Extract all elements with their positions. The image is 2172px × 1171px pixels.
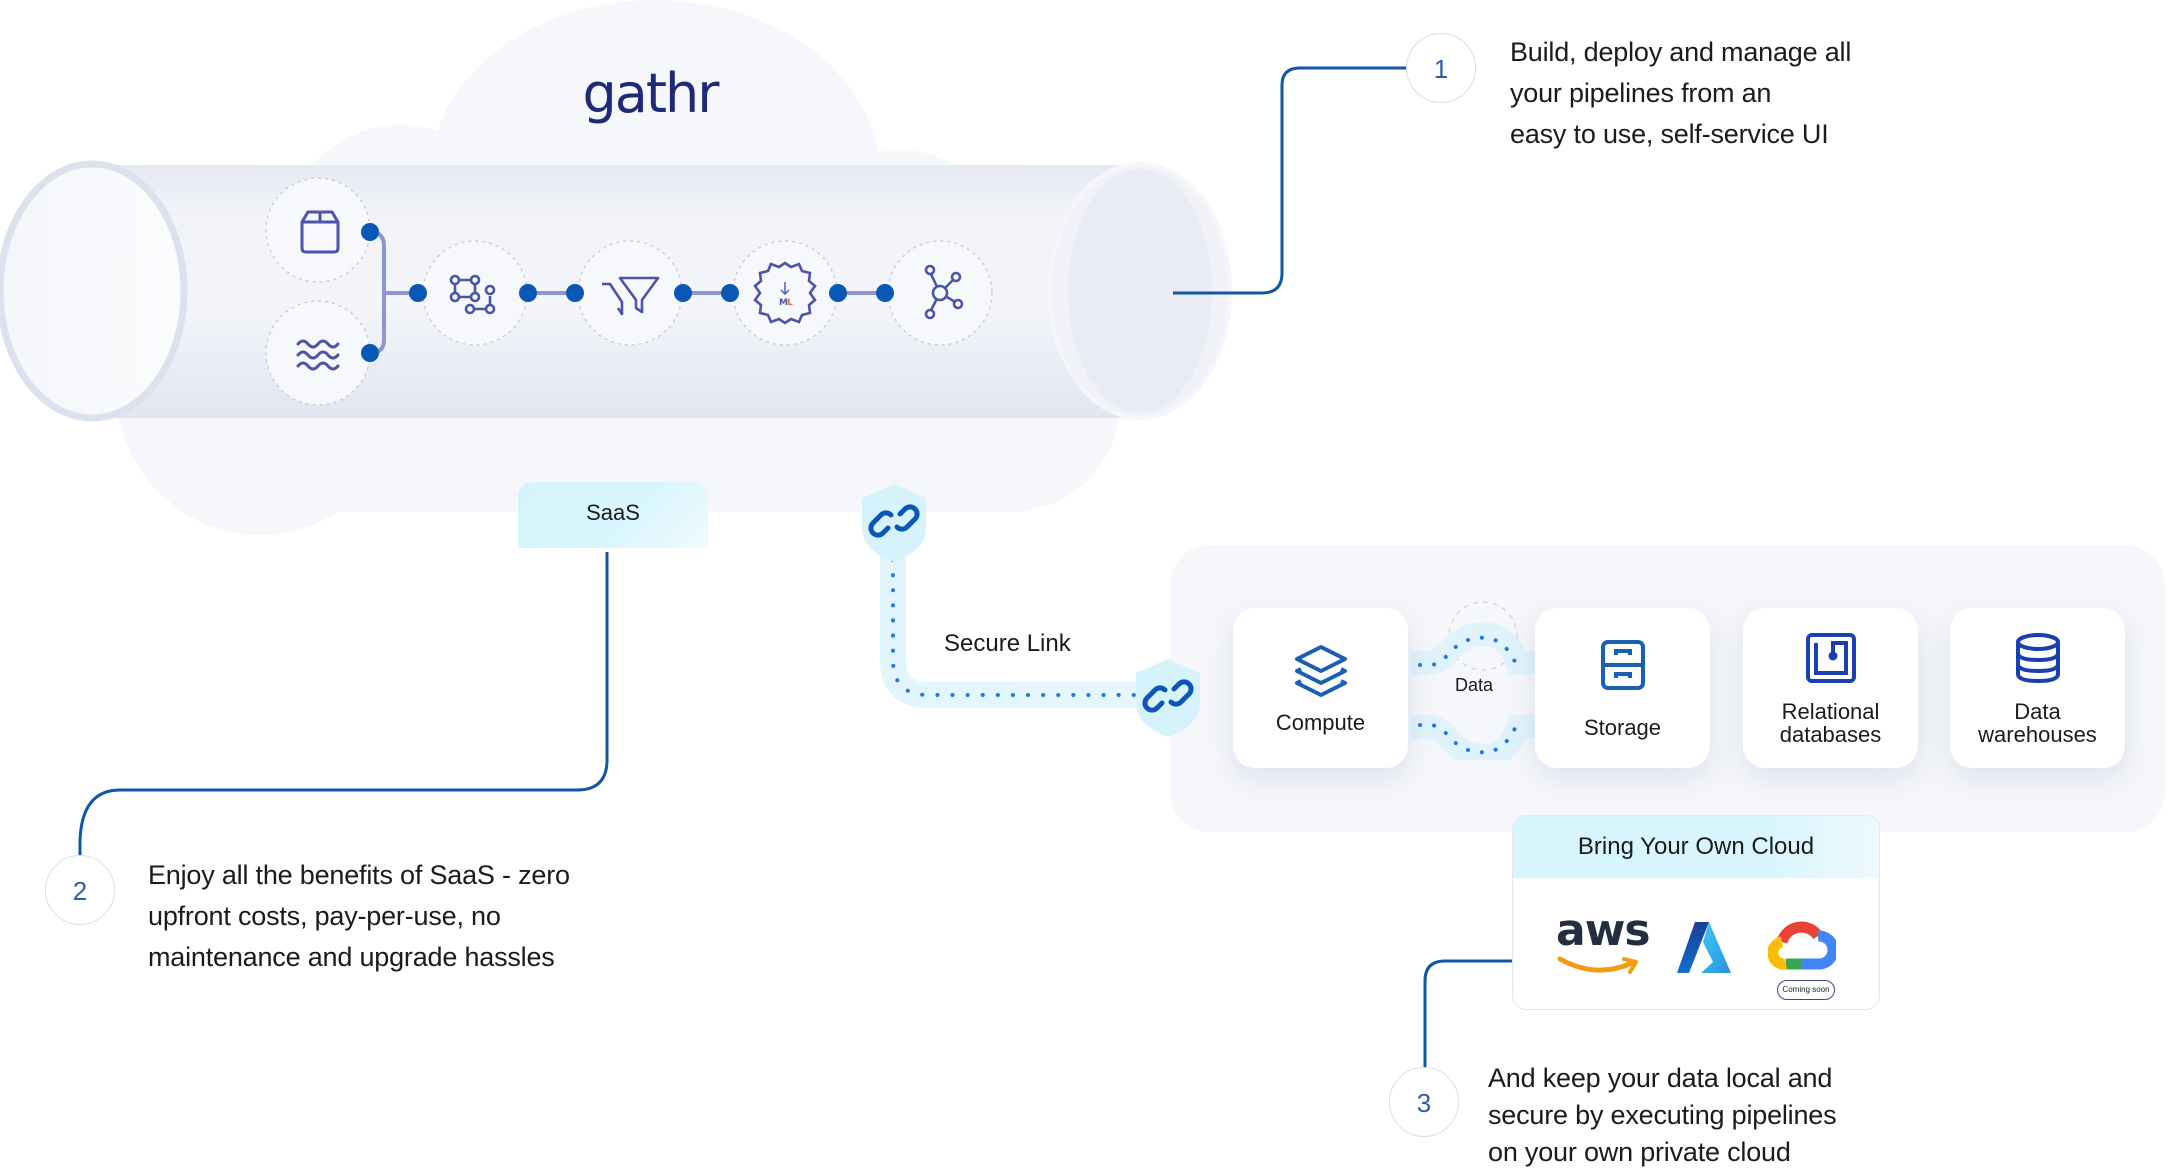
funnel-filter-icon [602, 276, 660, 316]
secure-link-shield-bottom [1136, 659, 1200, 737]
ml-gear-icon: M L [753, 261, 817, 325]
svg-text:L: L [787, 298, 793, 308]
card-compute: Compute [1233, 608, 1408, 768]
callout-1-line-3: easy to use, self-service UI [1510, 119, 1829, 149]
callout-2-line-1: Enjoy all the benefits of SaaS - zero [148, 860, 570, 890]
byoc-panel: Bring Your Own Cloud [1512, 815, 1880, 1010]
callout-3-text: And keep your data local and secure by e… [1488, 1060, 1837, 1171]
secure-link-shield-top [862, 484, 926, 562]
callout-1-number: 1 [1406, 33, 1476, 103]
database-stack-icon [2015, 633, 2060, 684]
callout-1-line-1: Build, deploy and manage all [1510, 37, 1852, 67]
callout-2-connector [78, 552, 609, 855]
svg-text:M: M [779, 298, 788, 308]
pipeline-flow: M L [265, 177, 993, 406]
aws-logo: aws [1556, 905, 1651, 956]
card-relational-label-line-1: Relational [1781, 699, 1880, 724]
callout-2-number: 2 [45, 855, 115, 925]
waves-icon [296, 339, 340, 371]
card-compute-label: Compute [1275, 710, 1366, 735]
azure-logo-icon [1677, 922, 1731, 973]
secure-link-label: Secure Link [944, 630, 1071, 657]
coming-soon-badge: Coming soon [1777, 980, 1835, 1000]
gathr-logo: gathr [582, 62, 720, 125]
callout-3-number: 3 [1389, 1067, 1459, 1137]
card-storage-label: Storage [1583, 715, 1662, 740]
callout-3-line-2: secure by executing pipelines [1488, 1100, 1837, 1130]
card-warehouses-label: Data warehouses [1950, 700, 2125, 746]
callout-3-connector [1423, 959, 1512, 1068]
box-icon [300, 210, 340, 254]
layers-icon [1294, 645, 1347, 697]
file-cabinet-icon [1600, 640, 1645, 690]
link-chain-icon [868, 504, 920, 538]
relational-db-icon [1805, 633, 1856, 683]
secure-link-path [880, 540, 1236, 708]
card-relational-databases: Relational databases [1743, 608, 1918, 768]
card-storage: Storage [1535, 608, 1710, 768]
callout-3-line-1: And keep your data local and [1488, 1063, 1833, 1093]
byoc-title: Bring Your Own Cloud [1513, 816, 1879, 878]
card-warehouses-label-line-1: Data [2014, 699, 2061, 724]
callout-1-text: Build, deploy and manage all your pipeli… [1510, 32, 1851, 155]
callout-1-connector [1173, 66, 1406, 295]
saas-tab: SaaS [518, 482, 708, 548]
card-relational-label: Relational databases [1743, 700, 1918, 746]
callout-2-line-3: maintenance and upgrade hassles [148, 942, 555, 972]
hub-network-icon [924, 264, 964, 320]
google-cloud-logo-icon [1768, 921, 1836, 970]
callout-2-line-2: upfront costs, pay-per-use, no [148, 901, 501, 931]
data-flow-label: Data [1455, 675, 1494, 695]
callout-2-text: Enjoy all the benefits of SaaS - zero up… [148, 855, 570, 978]
link-chain-icon [1142, 679, 1194, 713]
card-warehouses-label-line-2: warehouses [1978, 722, 2097, 747]
callout-3-line-3: on your own private cloud [1488, 1137, 1791, 1167]
card-relational-label-line-2: databases [1779, 722, 1882, 747]
graph-transform-icon [449, 274, 496, 315]
card-data-warehouses: Data warehouses [1950, 608, 2125, 768]
aws-smile-icon [1557, 956, 1638, 974]
data-flow-arcs [1410, 601, 1540, 760]
callout-1-line-2: your pipelines from an [1510, 78, 1772, 108]
